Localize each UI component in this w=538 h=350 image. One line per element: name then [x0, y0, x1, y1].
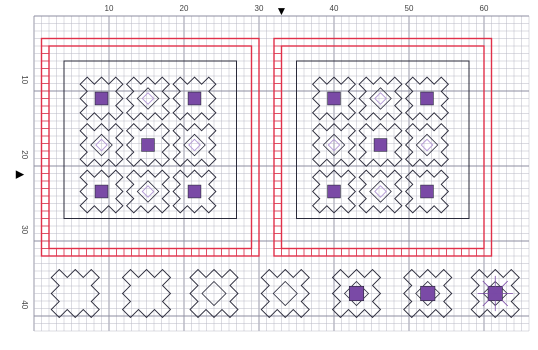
top-axis-label: 40: [330, 4, 339, 13]
motif-outline: [173, 124, 216, 167]
pattern-motif: [173, 170, 216, 213]
motif-filled-center: [328, 92, 341, 105]
motif-filled-center: [142, 139, 155, 152]
motif-light-center: [142, 186, 153, 197]
motif-filled-center: [188, 185, 201, 198]
motif-outline: [359, 170, 402, 213]
top-axis-label: 50: [405, 4, 414, 13]
motif-inner-diamond: [137, 181, 158, 202]
pattern-motif: [127, 170, 170, 213]
motif-filled-center: [421, 92, 434, 105]
motif-filled-center: [374, 139, 387, 152]
left-axis-label: 30: [20, 225, 29, 234]
left-axis-label: 10: [20, 75, 29, 84]
motif-filled-center: [421, 286, 435, 300]
top-axis-label: 10: [105, 4, 114, 13]
motif-inner-diamond: [370, 181, 391, 202]
motif-inner-diamond: [416, 134, 437, 155]
motif-filled-center: [95, 92, 108, 105]
motif-filled-center: [95, 185, 108, 198]
motif-light-center: [421, 139, 432, 150]
center-marker-left: ▶: [16, 169, 25, 181]
motif-filled-center: [421, 185, 434, 198]
left-axis-label: 20: [20, 150, 29, 159]
motif-filled-center: [349, 286, 363, 300]
pattern-motif: [406, 170, 449, 213]
pattern-motif: [127, 124, 170, 167]
motif-filled-center: [188, 92, 201, 105]
motif-outline: [406, 124, 449, 167]
pattern-motif: [359, 124, 402, 167]
top-axis-label: 20: [180, 4, 189, 13]
motif-light-center: [375, 186, 386, 197]
left-axis-label: 40: [20, 300, 29, 309]
left-pattern-panel: [80, 77, 216, 213]
sample-motif-7-full: [471, 270, 519, 318]
pattern-motif: [406, 124, 449, 167]
right-pattern-panel: [313, 77, 449, 213]
pattern-motif: [359, 170, 402, 213]
pattern-motif: [173, 124, 216, 167]
motif-inner-diamond: [184, 134, 205, 155]
top-axis-label: 60: [480, 4, 489, 13]
motif-light-center: [189, 139, 200, 150]
motif-filled-center: [328, 185, 341, 198]
top-axis-label: 30: [255, 4, 264, 13]
center-marker-top: ▼: [276, 4, 288, 18]
motif-outline: [127, 170, 170, 213]
